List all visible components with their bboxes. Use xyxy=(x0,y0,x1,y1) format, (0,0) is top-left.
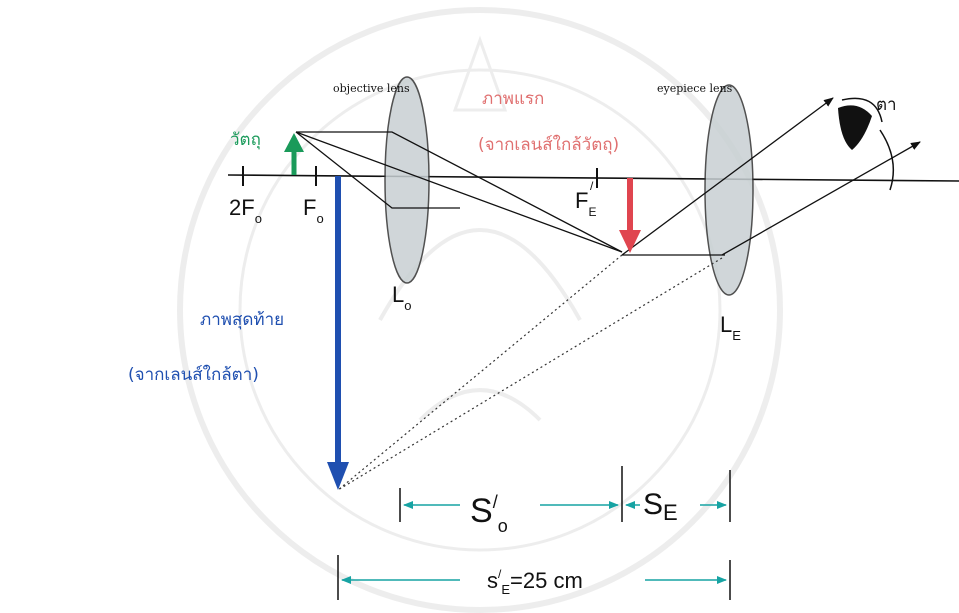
first-image-arrow xyxy=(619,178,641,253)
object-arrow xyxy=(284,133,304,175)
first-image-label: ภาพแรก xyxy=(482,89,544,109)
label-le: LE xyxy=(720,312,741,343)
label-s-e: SE xyxy=(643,488,678,525)
optical-axis xyxy=(227,174,959,182)
watermark-seal xyxy=(177,7,783,613)
label-fe-prime: / xyxy=(590,179,594,193)
label-fe: FE xyxy=(575,188,596,219)
final-image-note: (จากเลนส์ใกล้ตา) xyxy=(128,364,259,385)
objective-lens-label: objective lens xyxy=(333,82,410,95)
label-s-e-prime: s/E=25 cm xyxy=(487,567,583,597)
eye-icon xyxy=(838,97,895,191)
eyepiece-lens-label: eyepiece lens xyxy=(657,82,733,95)
rays xyxy=(295,97,921,256)
object-label: วัตถุ xyxy=(230,130,261,150)
eye-label: ตา xyxy=(876,95,897,115)
first-image-note: (จากเลนส์ใกล้วัตถุ) xyxy=(478,134,619,155)
virtual-rays xyxy=(337,254,723,491)
eyepiece-lens xyxy=(704,84,754,296)
label-fo: Fo xyxy=(303,195,324,226)
label-2fo: 2Fo xyxy=(229,195,262,226)
dimension-lines xyxy=(337,466,731,600)
final-image-label: ภาพสุดท้าย xyxy=(200,310,284,330)
final-image-arrow xyxy=(327,176,349,490)
objective-lens xyxy=(384,76,430,284)
label-s-o-prime: S/o xyxy=(470,492,508,536)
label-lo: Lo xyxy=(392,282,411,313)
